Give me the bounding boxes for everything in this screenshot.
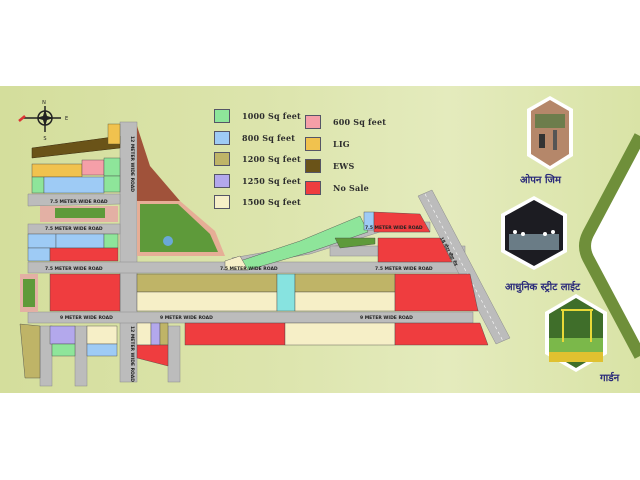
svg-text:S: S xyxy=(43,136,46,142)
legend-1000-sqft: 1000 Sq feet xyxy=(214,109,301,123)
compass-icon: N S E xyxy=(18,100,68,142)
road-label-7-5m-west: 7.5 METER WIDE ROAD xyxy=(45,226,103,232)
chevron-decoration xyxy=(579,86,640,393)
legend-ews: EWS xyxy=(305,159,354,173)
site-layout-map: N S E xyxy=(0,86,640,393)
legend-no-sale: No Sale xyxy=(305,181,369,195)
open-gym-caption: ओपन जिम xyxy=(520,175,561,186)
garden-caption: गार्डन xyxy=(600,373,620,384)
plot-plan: N S E xyxy=(18,100,511,387)
road-label-7-5m-mid-west: 7.5 METER WIDE ROAD xyxy=(45,266,103,272)
road-label-9m-west: 9 METER WIDE ROAD xyxy=(60,315,113,321)
street-light-caption: आधुनिक स्ट्रीट लाईट xyxy=(505,282,581,293)
legend-1200-sqft: 1200 Sq feet xyxy=(214,152,301,166)
road-label-12m-north: 12 METER WIDE ROAD xyxy=(129,136,135,192)
road-label-9m-mid: 9 METER WIDE ROAD xyxy=(160,315,213,321)
legend-800-sqft: 800 Sq feet xyxy=(214,131,295,145)
legend-1500-sqft: 1500 Sq feet xyxy=(214,195,301,209)
svg-text:E: E xyxy=(65,116,68,122)
open-gym-image xyxy=(527,96,573,170)
road-label-7-5m-east: 7.5 METER WIDE ROAD xyxy=(375,266,433,272)
road-label-7-5m-north: 7.5 METER WIDE ROAD xyxy=(50,199,108,205)
road-label-7-5m-mid: 7.5 METER WIDE ROAD xyxy=(220,266,278,272)
svg-text:N: N xyxy=(42,100,46,106)
legend-600-sqft: 600 Sq feet xyxy=(305,115,386,129)
legend-1250-sqft: 1250 Sq feet xyxy=(214,174,301,188)
legend-lig: LIG xyxy=(305,137,350,151)
street-light-image xyxy=(501,196,567,270)
road-label-7-5m-northeast: 7.5 METER WIDE ROAD xyxy=(365,225,423,231)
garden-image xyxy=(545,294,607,372)
road-label-12m-south: 12 METER WIDE ROAD xyxy=(129,326,135,382)
road-label-9m-east: 9 METER WIDE ROAD xyxy=(360,315,413,321)
